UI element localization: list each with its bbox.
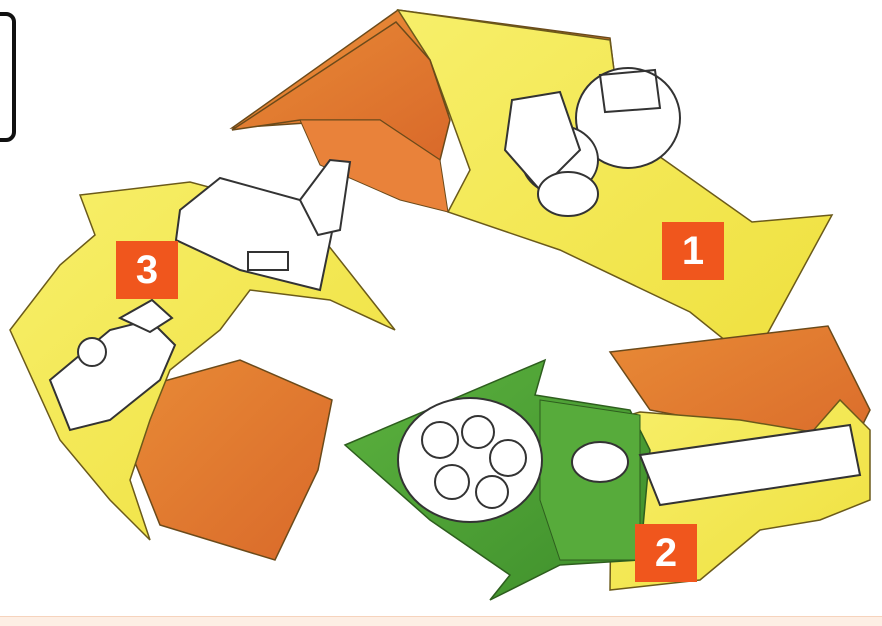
step-2-badge: 2 [635,524,697,582]
step-1-badge: 1 [662,222,724,280]
step-3-badge: 3 [116,241,178,299]
arrow-2 [345,326,870,600]
arrow-3 [10,160,395,560]
bottom-strip [0,616,882,626]
